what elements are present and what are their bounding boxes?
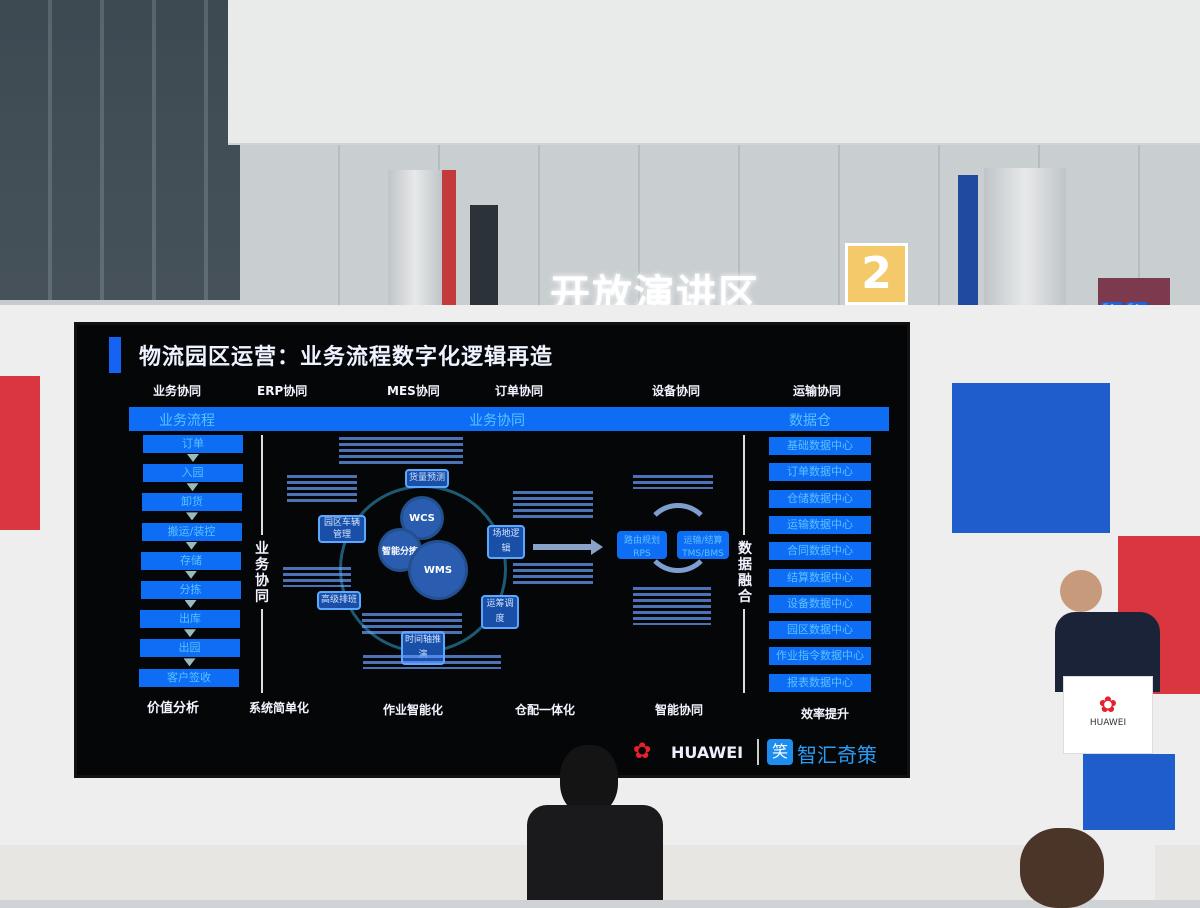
footer-label: 作业智能化 — [383, 703, 444, 717]
divider — [261, 609, 263, 693]
annotation-text — [287, 475, 357, 505]
transport-title: 运输/结算 — [683, 536, 723, 546]
data-center-item: 园区数据中心 — [769, 621, 871, 640]
transport-box: 运输/结算 TMS/BMS — [677, 531, 729, 559]
gear-wcs: WCS — [403, 499, 441, 537]
divider — [261, 435, 263, 535]
node-volume-forecast: 货量预测 — [405, 469, 449, 488]
partner-logo-text: 智汇奇策 — [797, 743, 877, 767]
red-panel — [0, 376, 40, 530]
process-step: 入园 — [142, 464, 243, 483]
huawei-logo-icon: ✿ — [633, 739, 652, 764]
column-header: ERP协同 — [257, 384, 308, 398]
process-step: 出园 — [139, 639, 240, 658]
data-center-item: 作业指令数据中心 — [769, 647, 871, 666]
down-arrow-icon — [186, 483, 199, 492]
column-header: 业务协同 — [153, 384, 202, 398]
process-step: 出库 — [140, 610, 240, 629]
footer-label: 系统简单化 — [249, 701, 310, 715]
annotation-text — [363, 655, 501, 669]
data-center-item: 合同数据中心 — [769, 542, 871, 561]
cycle-arrows-icon — [643, 503, 713, 573]
data-center-item: 仓储数据中心 — [769, 489, 871, 508]
speaker-head — [1060, 570, 1102, 612]
footer-label: 效率提升 — [801, 707, 850, 721]
routing-box: 路由规划 RPS — [617, 531, 667, 559]
vertical-label-right: 数据融合 — [738, 541, 752, 605]
node-site-logic: 场地逻辑 — [487, 525, 525, 559]
glass-wall — [0, 0, 265, 300]
arrowhead-icon — [591, 539, 603, 555]
divider — [743, 435, 745, 535]
footer-label: 仓配一体化 — [515, 703, 576, 717]
audience-body — [527, 805, 663, 900]
data-center-item: 报表数据中心 — [769, 673, 871, 692]
logo-divider — [757, 739, 759, 765]
routing-sub: RPS — [633, 549, 651, 559]
audience-head — [560, 745, 618, 815]
podium-logo-text: HUAWEI — [1089, 718, 1127, 728]
arrow-right-icon — [533, 544, 593, 550]
gear-wms: WMS — [411, 543, 465, 597]
data-center-item: 运输数据中心 — [769, 515, 871, 534]
data-center-item: 订单数据中心 — [769, 463, 871, 482]
down-arrow-icon — [184, 600, 197, 608]
podium: ✿ HUAWEI — [1063, 676, 1153, 754]
annotation-text — [283, 567, 351, 587]
down-arrow-icon — [187, 454, 199, 462]
annotation-text — [513, 491, 593, 519]
annotation-text — [633, 475, 713, 489]
down-arrow-icon — [185, 541, 198, 550]
band-left: 业务流程 — [159, 413, 215, 429]
process-step: 分拣 — [140, 581, 241, 599]
annotation-text — [362, 613, 462, 635]
title-accent — [109, 337, 121, 373]
process-step: 订单 — [143, 435, 243, 453]
band-right: 数据仓 — [789, 413, 831, 429]
data-center-item: 结算数据中心 — [769, 568, 871, 587]
down-arrow-icon — [183, 658, 196, 667]
column-header: 设备协同 — [652, 384, 701, 398]
footer-label: 价值分析 — [147, 701, 200, 716]
vertical-label-left: 业务协同 — [255, 541, 269, 605]
presentation-screen: 物流园区运营：业务流程数字化逻辑再造 业务协同 ERP协同 MES协同 订单协同… — [74, 322, 910, 778]
audience-head — [1020, 828, 1104, 908]
dark-panel — [470, 205, 498, 310]
section-band: 业务流程 业务协同 数据仓 — [129, 407, 889, 431]
process-step: 搬运/装控 — [141, 522, 242, 541]
footer-label: 智能协同 — [655, 703, 704, 717]
column-header: 运输协同 — [793, 384, 842, 398]
node-vehicle-mgmt: 园区车辆管理 — [318, 515, 366, 543]
down-arrow-icon — [185, 570, 197, 579]
node-scheduling: 运筹调度 — [481, 595, 519, 629]
band-center: 业务协同 — [469, 413, 525, 429]
column-header: 订单协同 — [495, 384, 544, 398]
podium-stand — [1095, 830, 1155, 900]
process-step: 卸货 — [142, 493, 242, 512]
pillar — [388, 170, 442, 310]
down-arrow-icon — [184, 629, 196, 638]
podium-base — [1083, 754, 1175, 830]
annotation-text — [513, 563, 593, 587]
podium-logo-icon: ✿ — [1098, 693, 1118, 718]
data-center-item: 基础数据中心 — [769, 437, 871, 455]
partner-logo-icon: 笑 — [767, 739, 793, 765]
overhead-beam — [228, 0, 1200, 145]
zone-number: 2 — [845, 243, 908, 305]
data-center-item: 设备数据中心 — [769, 594, 871, 613]
node-shift-planning: 高级排班 — [317, 591, 361, 610]
down-arrow-icon — [186, 512, 198, 521]
transport-sub: TMS/BMS — [682, 549, 724, 559]
annotation-text — [339, 437, 463, 465]
process-step: 存储 — [141, 551, 241, 570]
blue-panel — [952, 383, 1110, 533]
annotation-text — [633, 587, 711, 625]
huawei-logo-text: HUAWEI — [671, 743, 744, 762]
divider — [743, 609, 745, 693]
process-step: 客户签收 — [139, 668, 239, 687]
red-column — [442, 170, 456, 310]
slide-title: 物流园区运营：业务流程数字化逻辑再造 — [139, 345, 554, 370]
routing-title: 路由规划 — [623, 536, 660, 546]
column-header: MES协同 — [387, 384, 440, 398]
